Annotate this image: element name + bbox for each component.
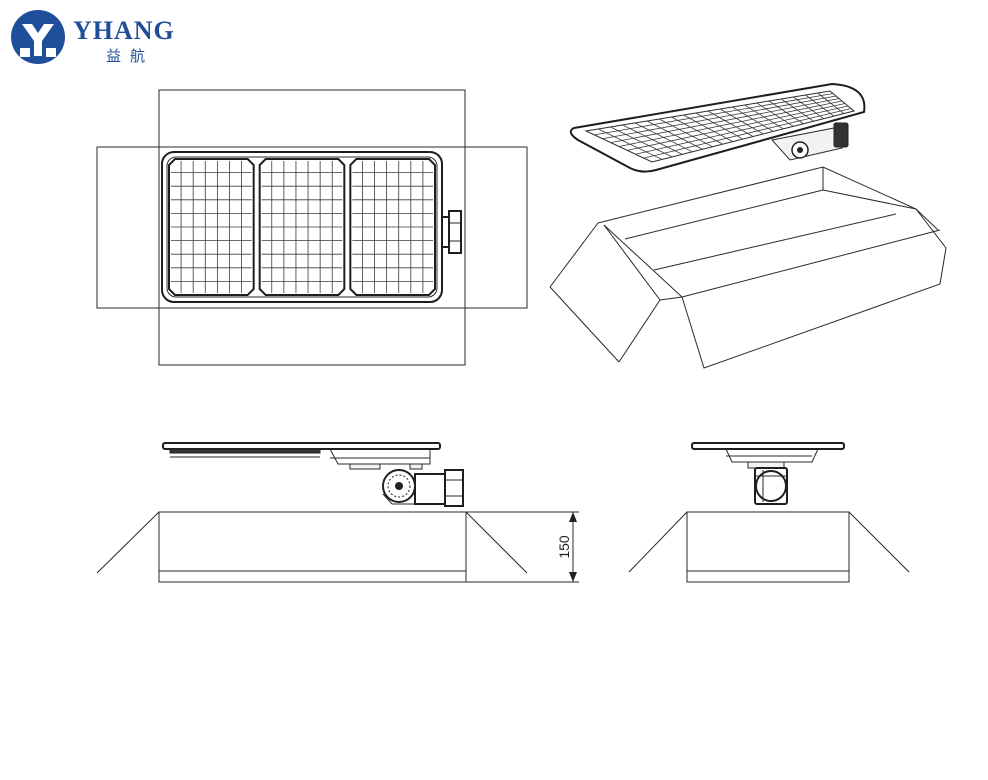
logo-emblem-icon <box>11 10 65 64</box>
long-grate-side <box>162 442 464 507</box>
iso-grate-bar <box>627 103 846 151</box>
side-view-short <box>628 442 910 583</box>
short-grate-side <box>691 442 845 505</box>
short-box <box>628 511 910 583</box>
long-box <box>96 511 579 583</box>
grate-panel <box>168 158 255 296</box>
iso-grate-bar <box>602 95 837 140</box>
isometric-view <box>549 82 947 369</box>
grate-frame-inner <box>166 156 438 298</box>
height-dimension-value: 150 <box>556 535 572 559</box>
brand-name-cn: 益航 <box>106 47 154 65</box>
brand-name-en: YHANG <box>73 16 175 45</box>
grate-panel <box>349 158 436 296</box>
grate-panels <box>168 158 436 296</box>
box-flap-horizontal <box>96 146 528 309</box>
iso-drain-body <box>771 122 849 161</box>
iso-grate-bar <box>643 108 852 159</box>
iso-grate-grid <box>594 92 852 160</box>
brand-logo: YHANG 益航 <box>11 10 175 65</box>
iso-grate-bar <box>635 105 849 155</box>
iso-grate-bar <box>618 100 843 147</box>
side-view-long: 150 <box>96 442 579 583</box>
height-dimension: 150 <box>556 512 577 582</box>
grate-panel <box>258 158 346 296</box>
box-flap-vertical <box>158 89 466 366</box>
outlet-pipe <box>441 210 462 254</box>
plan-view <box>96 89 528 366</box>
iso-grate <box>569 82 866 173</box>
iso-open-box <box>549 166 947 369</box>
iso-grate-bar <box>610 98 840 144</box>
iso-grate-bar <box>594 93 834 136</box>
